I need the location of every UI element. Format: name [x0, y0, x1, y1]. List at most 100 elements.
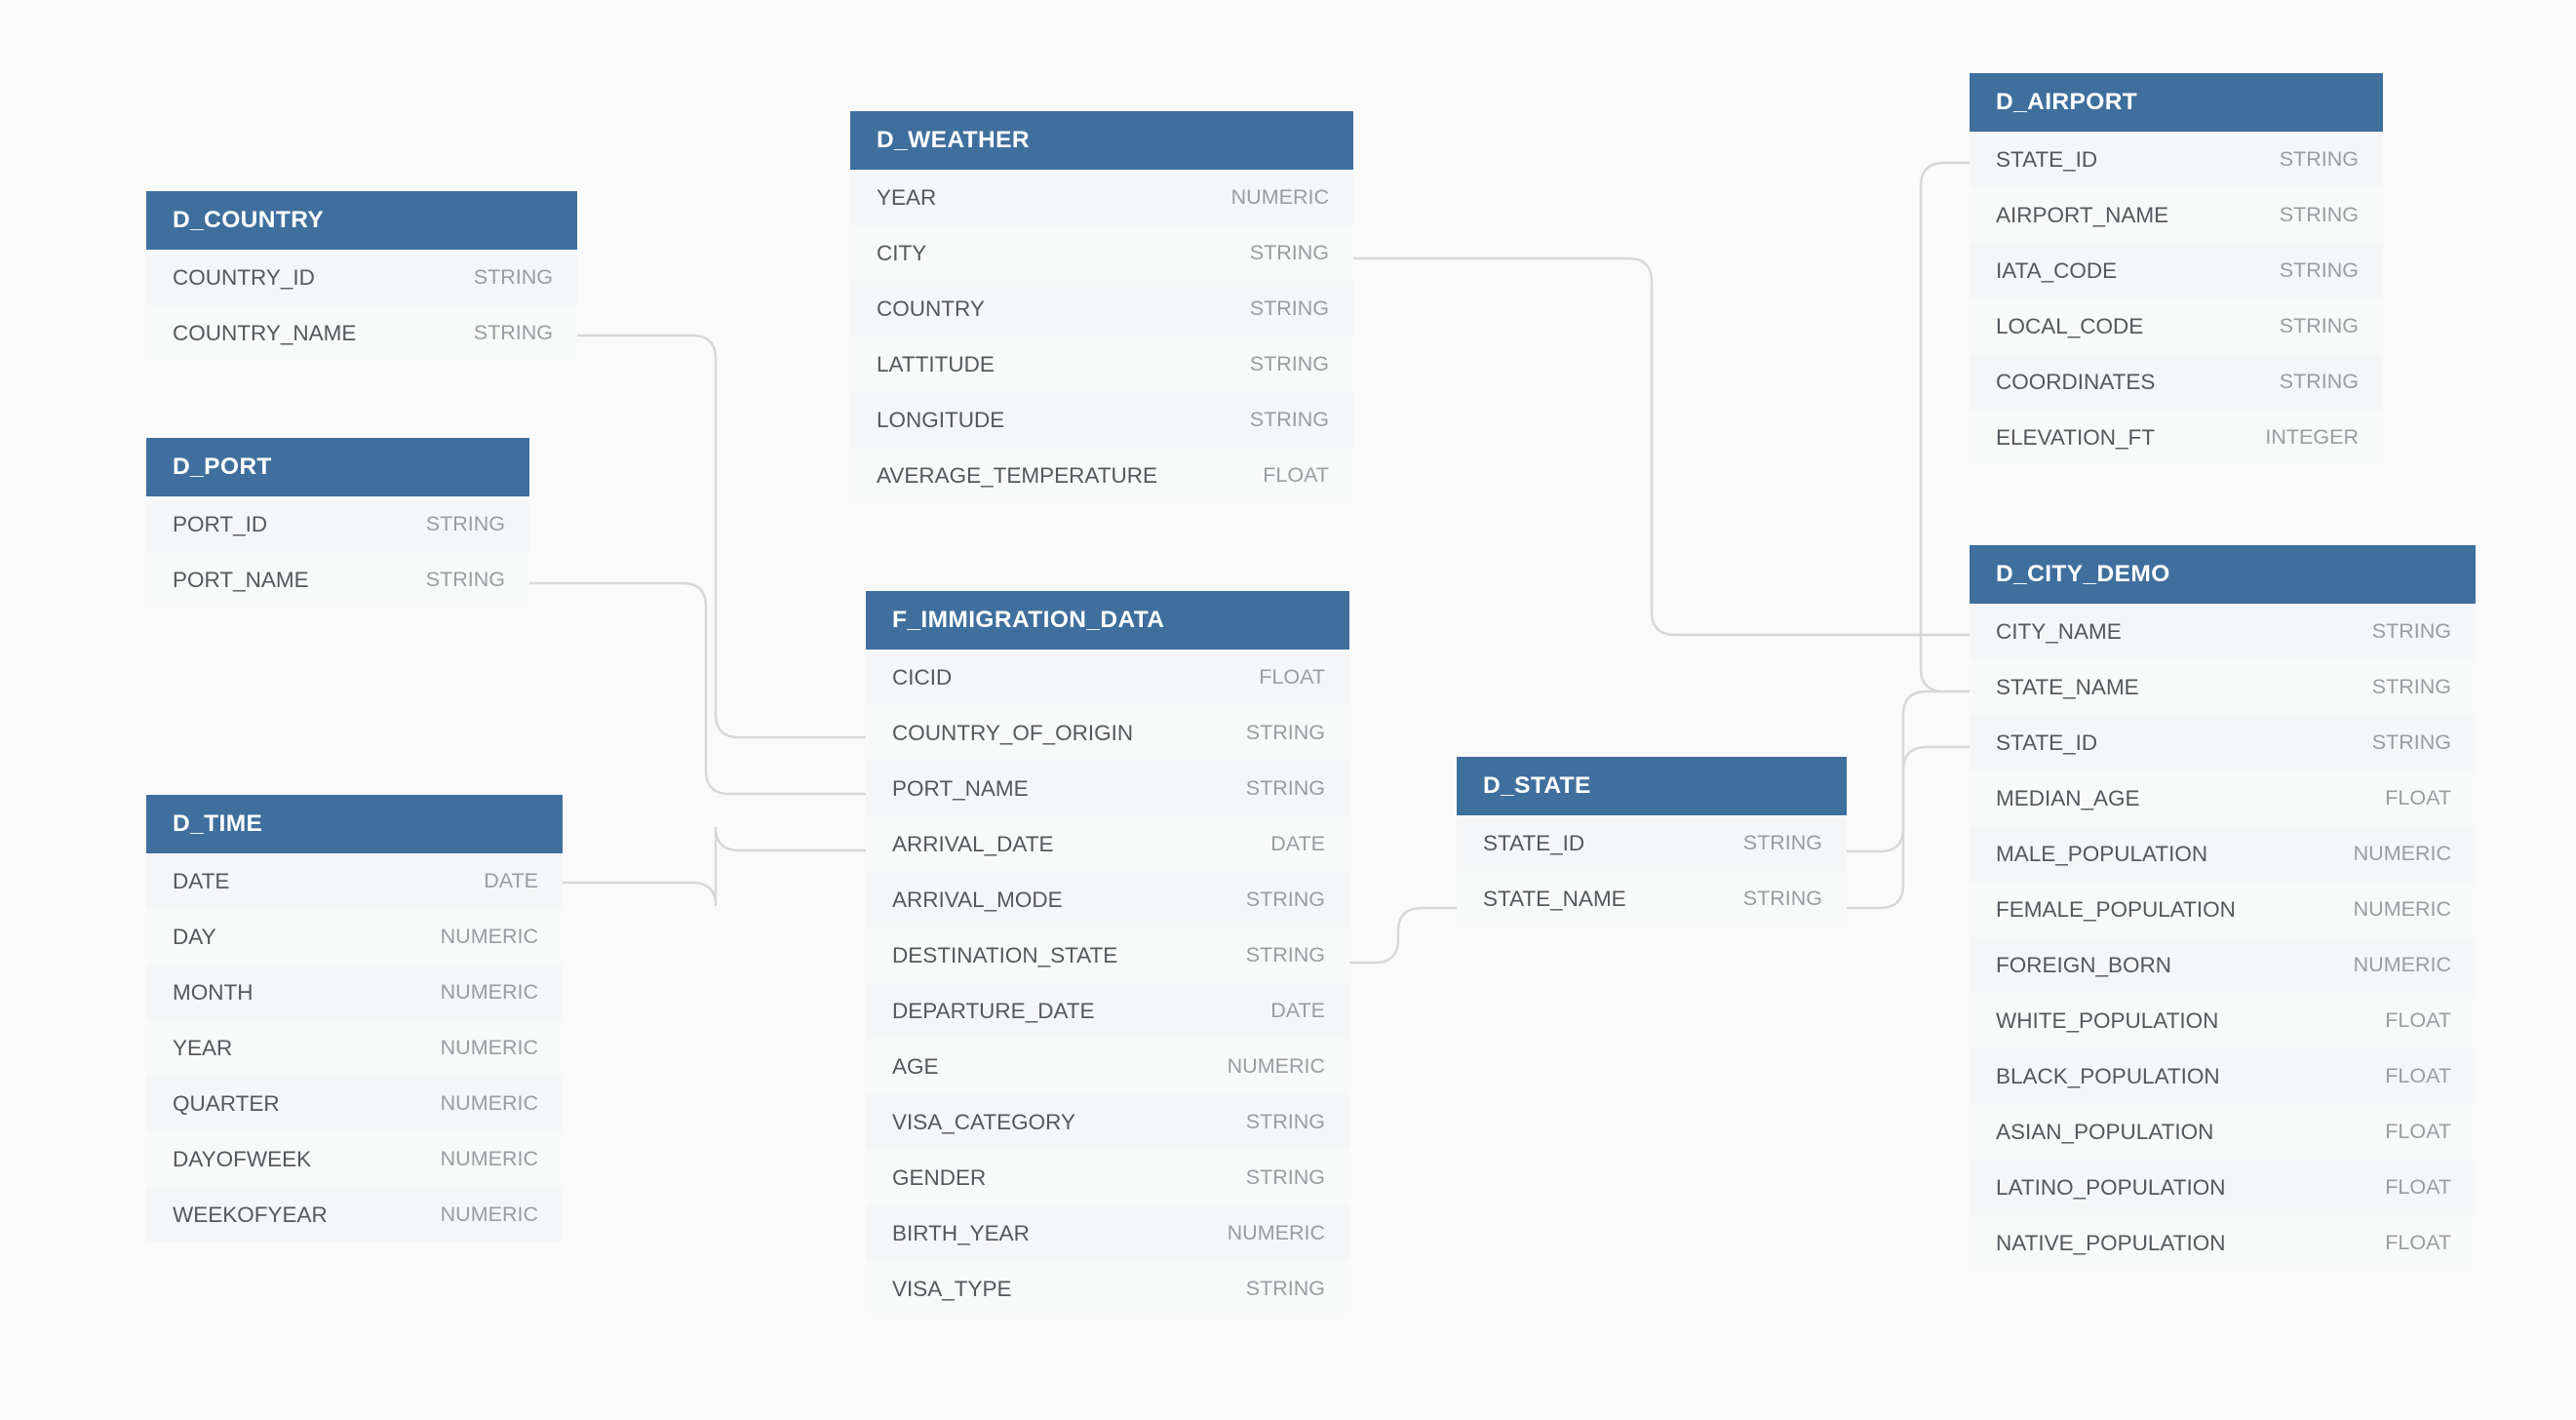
field-type: NUMERIC — [2353, 897, 2451, 921]
field-type: STRING — [1249, 241, 1329, 264]
field-type: DATE — [1270, 832, 1325, 855]
field-name: GENDER — [892, 1164, 987, 1190]
field-type: DATE — [484, 869, 538, 892]
field-type: STRING — [1245, 721, 1325, 744]
relationship-line — [1847, 690, 1970, 910]
field-name: CITY_NAME — [1996, 618, 2122, 644]
field-row[interactable]: GENDER STRING — [866, 1150, 1349, 1205]
field-name: MONTH — [173, 979, 254, 1005]
field-type: DATE — [1270, 999, 1325, 1022]
field-name: NATIVE_POPULATION — [1996, 1230, 2226, 1255]
entity-title: F_IMMIGRATION_DATA — [866, 591, 1349, 650]
field-name: PORT_NAME — [173, 567, 309, 592]
field-type: FLOAT — [2385, 1231, 2451, 1254]
field-type: NUMERIC — [440, 980, 538, 1004]
field-name: CITY — [877, 240, 927, 265]
field-row[interactable]: DEPARTURE_DATE DATE — [866, 983, 1349, 1039]
field-row[interactable]: CITY STRING — [850, 225, 1353, 281]
field-type: STRING — [1245, 1110, 1325, 1133]
field-row[interactable]: DATE DATE — [146, 853, 563, 909]
field-type: STRING — [473, 321, 553, 344]
field-name: ARRIVAL_MODE — [892, 887, 1063, 912]
field-name: AGE — [892, 1053, 939, 1079]
field-name: DEPARTURE_DATE — [892, 998, 1095, 1023]
field-name: DATE — [173, 868, 230, 893]
field-type: FLOAT — [2385, 1008, 2451, 1032]
relationship-line — [1353, 256, 1970, 637]
field-type: FLOAT — [1263, 463, 1329, 487]
field-name: COUNTRY_ID — [173, 264, 315, 290]
field-name: VISA_CATEGORY — [892, 1109, 1075, 1134]
field-row[interactable]: NATIVE_POPULATION FLOAT — [1970, 1215, 2476, 1271]
field-type: STRING — [1245, 1165, 1325, 1189]
field-row[interactable]: VISA_CATEGORY STRING — [866, 1094, 1349, 1150]
field-row[interactable]: ASIAN_POPULATION FLOAT — [1970, 1104, 2476, 1160]
field-name: MALE_POPULATION — [1996, 841, 2208, 866]
field-type: NUMERIC — [440, 1036, 538, 1059]
field-row[interactable]: MONTH NUMERIC — [146, 965, 563, 1020]
field-type: FLOAT — [2385, 1120, 2451, 1143]
entity-title: D_AIRPORT — [1970, 73, 2383, 132]
field-name: YEAR — [877, 184, 937, 210]
field-name: STATE_ID — [1996, 146, 2098, 172]
field-name: BIRTH_YEAR — [892, 1220, 1030, 1245]
field-type: STRING — [1249, 296, 1329, 320]
field-type: NUMERIC — [440, 1203, 538, 1226]
field-name: ASIAN_POPULATION — [1996, 1119, 2214, 1144]
